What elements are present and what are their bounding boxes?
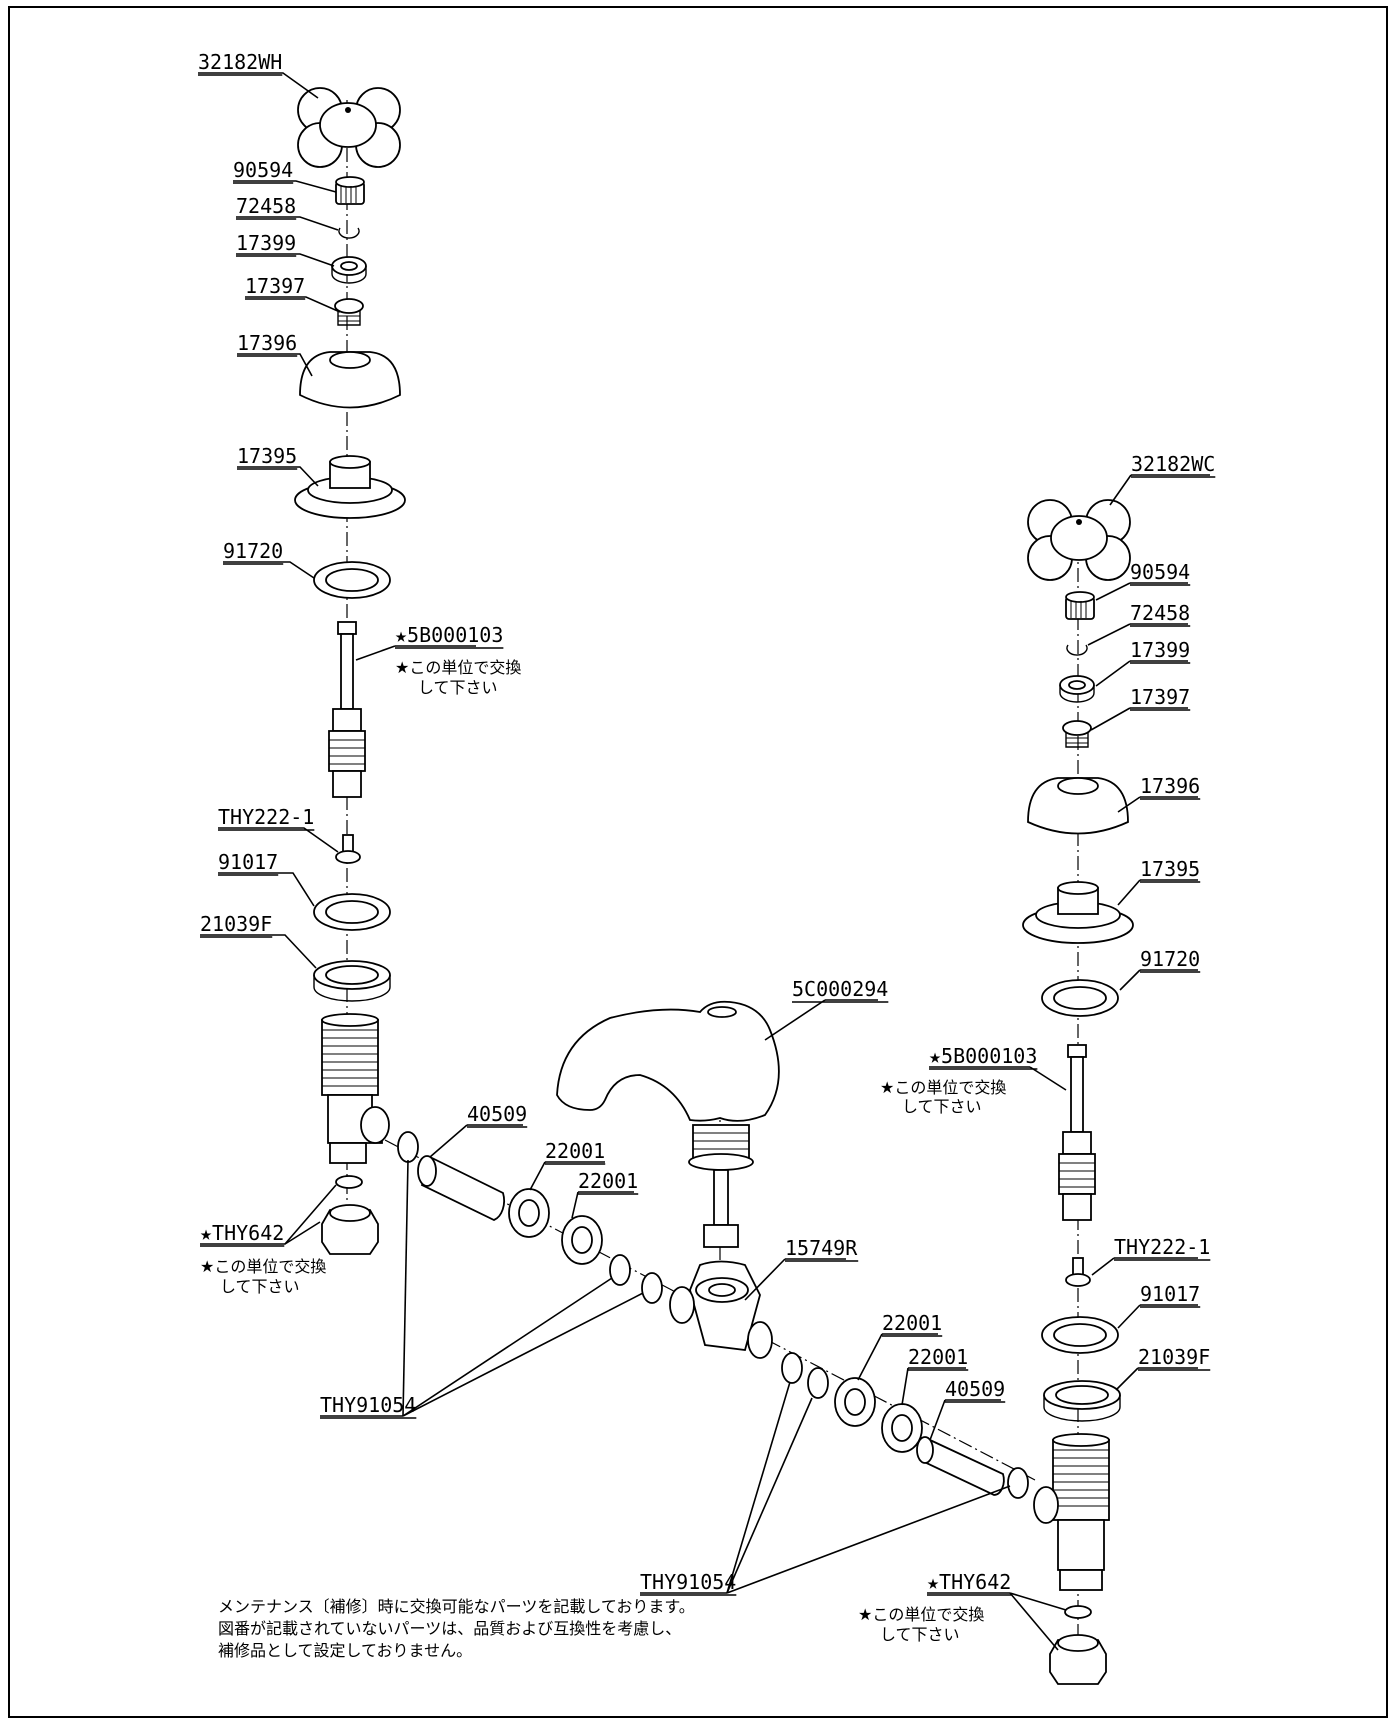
- nut-right-22001-a: [834, 1377, 876, 1427]
- label-left-handle: 32182WH: [198, 50, 282, 74]
- label-left-flange: 17395: [237, 444, 297, 468]
- packing-right-1: [781, 1352, 803, 1384]
- right-bushing-17397: [1062, 720, 1092, 748]
- footer-note: メンテナンス〔補修〕時に交換可能なパーツを記載しております。 図番が記載されてい…: [218, 1597, 695, 1660]
- note-left-cartridge-1: ★この単位で交換: [395, 658, 521, 677]
- label-right-bushing: 17397: [1130, 685, 1190, 709]
- note-left-fitting-2: して下さい: [220, 1277, 300, 1296]
- label-right-fitting: ★THY642: [927, 1570, 1011, 1594]
- label-right-cartridge: ★5B000103: [929, 1044, 1037, 1068]
- nut-right-22001-b: [881, 1403, 923, 1453]
- left-cartridge-5B000103: [328, 621, 366, 798]
- label-right-gasket: 91720: [1140, 947, 1200, 971]
- label-nut-left-2: 22001: [578, 1169, 638, 1193]
- label-left-clip: 72458: [236, 194, 296, 218]
- label-right-handle: 32182WC: [1131, 452, 1215, 476]
- right-clip-72458: [1066, 644, 1088, 656]
- right-cross-handle: [1027, 499, 1131, 581]
- label-right-valve-seat: THY222-1: [1114, 1235, 1210, 1259]
- note-right-cartridge-1: ★この単位で交換: [880, 1078, 1006, 1097]
- label-right-nut: 17399: [1130, 638, 1190, 662]
- label-left-screw: 90594: [233, 158, 293, 182]
- spout-5C000294: [556, 1000, 780, 1248]
- label-nut-right-1: 22001: [882, 1311, 942, 1335]
- label-packing-left: THY91054: [320, 1393, 416, 1417]
- packing-left-1: [397, 1131, 419, 1163]
- left-cap-17396: [299, 351, 401, 409]
- left-clip-72458: [338, 227, 360, 239]
- leader-lines: [198, 72, 1210, 1651]
- right-screw-90594: [1065, 591, 1095, 620]
- left-bushing-17397: [334, 298, 364, 326]
- drawing-frame: [8, 6, 1388, 1718]
- packing-left-2: [609, 1254, 631, 1286]
- right-flange-17395: [1022, 881, 1134, 944]
- nut-left-22001-b: [561, 1215, 603, 1265]
- label-tee: 15749R: [785, 1236, 858, 1260]
- label-spout: 5C000294: [792, 977, 888, 1001]
- center-assembly: [384, 1000, 1036, 1499]
- tee-15749R: [669, 1260, 773, 1359]
- label-right-cap: 17396: [1140, 774, 1200, 798]
- left-locknut-21039F: [313, 960, 391, 1002]
- right-locknut-21039F: [1043, 1380, 1121, 1422]
- note-left-cartridge-2: して下さい: [418, 678, 498, 697]
- left-valve-seat-THY222-1: [335, 834, 361, 864]
- note-right-cartridge-2: して下さい: [902, 1097, 982, 1116]
- packing-right-3: [1007, 1467, 1029, 1499]
- label-right-locknut: 21039F: [1138, 1345, 1210, 1369]
- part-labels: 32182WH 90594 72458 17399 17397 17396 17…: [198, 50, 1216, 1644]
- left-washer-91017: [313, 893, 391, 931]
- left-nut-17399: [331, 256, 367, 284]
- right-washer-91017: [1041, 1316, 1119, 1354]
- right-valve-body: [1033, 1433, 1110, 1591]
- label-left-washer: 91017: [218, 850, 278, 874]
- right-valve-assembly: [1022, 499, 1134, 1685]
- left-flange-17395: [294, 455, 406, 519]
- label-right-clip: 72458: [1130, 601, 1190, 625]
- left-cross-handle: [297, 87, 401, 168]
- label-left-fitting: ★THY642: [200, 1221, 284, 1245]
- note-left-fitting-1: ★この単位で交換: [200, 1257, 326, 1276]
- label-left-cap: 17396: [237, 331, 297, 355]
- label-right-screw: 90594: [1130, 560, 1190, 584]
- label-left-gasket: 91720: [223, 539, 283, 563]
- left-gasket-91720: [313, 561, 391, 599]
- right-cartridge-5B000103: [1058, 1044, 1096, 1221]
- label-pipe-left: 40509: [467, 1102, 527, 1126]
- right-valve-seat-THY222-1: [1065, 1257, 1091, 1287]
- left-valve-assembly: [294, 87, 406, 1255]
- pipe-left-40509: [417, 1155, 505, 1221]
- note-right-fitting-2: して下さい: [880, 1625, 960, 1644]
- right-nut-17399: [1059, 675, 1095, 703]
- left-valve-body: [321, 1013, 390, 1164]
- note-right-fitting-1: ★この単位で交換: [858, 1605, 984, 1624]
- nut-left-22001-a: [508, 1188, 550, 1238]
- label-right-washer: 91017: [1140, 1282, 1200, 1306]
- label-right-flange: 17395: [1140, 857, 1200, 881]
- label-pipe-right: 40509: [945, 1377, 1005, 1401]
- right-gasket-91720: [1041, 979, 1119, 1017]
- right-fitting-THY642: [1049, 1605, 1107, 1685]
- pipe-right-40509: [916, 1436, 1005, 1496]
- right-cap-17396: [1027, 777, 1129, 835]
- packing-right-2: [807, 1367, 829, 1399]
- label-nut-right-2: 22001: [908, 1345, 968, 1369]
- label-left-nut: 17399: [236, 231, 296, 255]
- label-left-valve-seat: THY222-1: [218, 805, 314, 829]
- footer-note-line-2: 図番が記載されていないパーツは、品質および互換性を考慮し、: [218, 1619, 681, 1638]
- left-screw-90594: [335, 176, 365, 205]
- label-packing-right: THY91054: [640, 1570, 736, 1594]
- footer-note-line-1: メンテナンス〔補修〕時に交換可能なパーツを記載しております。: [218, 1597, 695, 1616]
- label-left-locknut: 21039F: [200, 912, 272, 936]
- label-nut-left-1: 22001: [545, 1139, 605, 1163]
- footer-note-line-3: 補修品として設定しておりません。: [218, 1641, 472, 1660]
- label-left-cartridge: ★5B000103: [395, 623, 503, 647]
- packing-left-3: [641, 1272, 663, 1304]
- label-left-bushing: 17397: [245, 274, 305, 298]
- left-fitting-THY642: [321, 1175, 379, 1255]
